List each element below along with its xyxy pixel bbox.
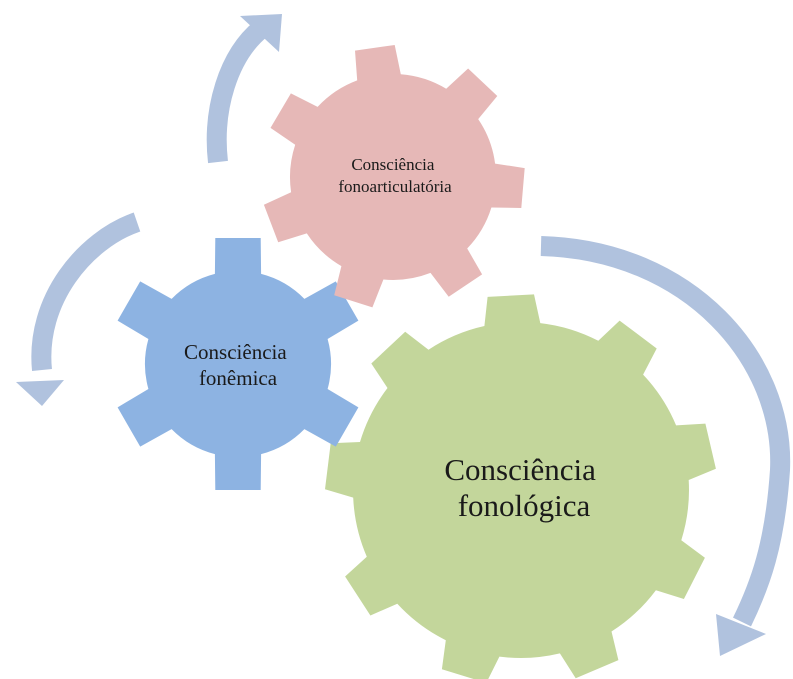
gear-fonologica-line-1: Consciência xyxy=(444,452,596,487)
arrow-left-icon xyxy=(31,212,141,371)
svg-text:Consciência fonológica: Consciência fonológica xyxy=(444,452,603,523)
arrow-top-icon xyxy=(206,20,269,164)
gear-fonologica-shape xyxy=(325,294,716,679)
arrow-top-head-icon xyxy=(240,14,282,52)
gear-fonoarticulatoria-line-1: Consciência xyxy=(351,155,435,174)
gear-fonemica-line-2: fonêmica xyxy=(199,366,278,390)
arrow-left-head-icon xyxy=(16,380,64,406)
gear-fonoarticulatoria-line-2: fonoarticulatória xyxy=(338,177,452,196)
arrow-right-icon xyxy=(540,236,791,627)
arrow-right-head-icon xyxy=(716,614,766,656)
gear-fonologica-line-2: fonológica xyxy=(458,488,591,523)
svg-text:Consciência fonoarticula: Consciência fonoarticulatória xyxy=(338,155,452,196)
gear-fonemica-line-1: Consciência xyxy=(184,340,287,364)
gear-fonoarticulatoria: Consciência fonoarticulatória xyxy=(263,45,525,308)
gear-fonemica: Consciência fonêmica xyxy=(117,238,359,490)
svg-text:Consciência fonêmica: Consciência fonêmica xyxy=(184,340,292,390)
gear-fonoarticulatoria-shape xyxy=(263,45,525,308)
cycle-arrows xyxy=(16,14,791,656)
gear-fonemica-shape xyxy=(117,238,359,490)
gear-fonologica: Consciência fonológica xyxy=(325,294,716,679)
